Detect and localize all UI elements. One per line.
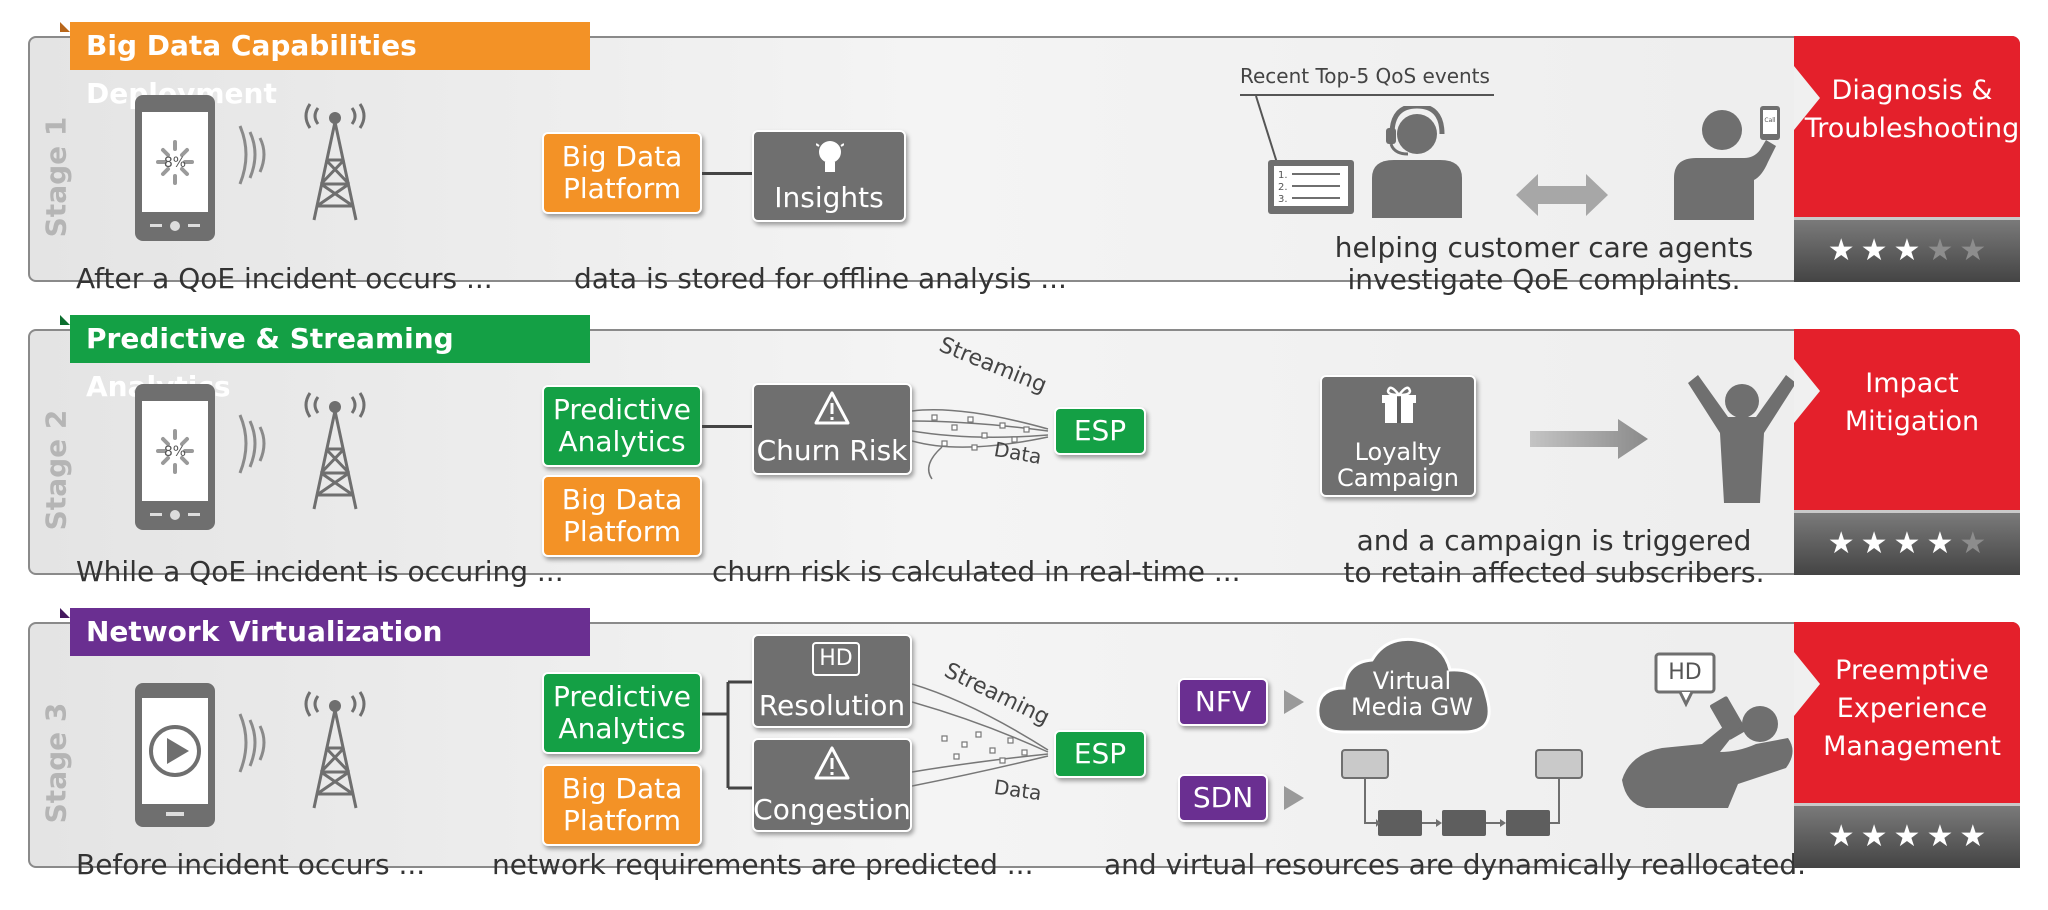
loading-percent: 8%: [164, 444, 186, 460]
data-stream-icon: [912, 409, 1049, 480]
connector-line: [702, 425, 752, 428]
star-icon: ★: [1926, 819, 1954, 854]
stage-3-tab: Network Virtualization: [60, 608, 590, 656]
svg-text:Call: Call: [1764, 117, 1776, 124]
events-underline: [1240, 94, 1494, 96]
congestion-box: Congestion: [752, 738, 912, 832]
stage-1-tab: Big Data Capabilities Deployment: [60, 22, 590, 110]
star-icon: ★: [1860, 526, 1888, 561]
caption-offline-analysis: data is stored for offline analysis ...: [574, 262, 1067, 295]
outcome-diagnosis-panel: Diagnosis &Troubleshooting ★ ★ ★ ★ ★: [1794, 36, 2020, 282]
esp-box: ESP: [1054, 730, 1146, 778]
caption-churn-risk: churn risk is calculated in real-time ..…: [712, 555, 1241, 588]
stage-3-panel: Network Virtualization Stage 3 Before in…: [28, 608, 2020, 881]
sdn-box: SDN: [1178, 774, 1268, 822]
star-icon: ★: [1860, 819, 1888, 854]
caption-incident: While a QoE incident is occuring ...: [76, 555, 564, 588]
connector-line: [702, 172, 752, 175]
star-icon: ★: [1827, 819, 1855, 854]
customer-on-phone-icon: Call: [1674, 106, 1780, 220]
esp-box: ESP: [1054, 407, 1146, 455]
hd-resolution-box: Resolution: [752, 634, 912, 728]
sdn-network-diagram: [1341, 749, 1583, 836]
events-label: Recent Top-5 QoS events: [1240, 64, 1490, 88]
signal-waves-icon: [238, 713, 266, 773]
play-arrow-icon: [1284, 786, 1304, 810]
caption-before-incident: Before incident occurs ...: [76, 848, 426, 881]
cell-tower-icon: [304, 392, 366, 510]
arrow-right-icon: [1530, 419, 1648, 459]
hd-bubble-label: HD: [1668, 660, 1702, 685]
relaxing-person-hd-icon: [1622, 652, 1793, 808]
customer-care-agent-icon: [1372, 106, 1462, 218]
signal-waves-icon: [238, 125, 266, 185]
happy-person-icon: [1688, 375, 1796, 503]
caption-incident: After a QoE incident occurs ...: [76, 262, 493, 295]
svg-text:1.: 1.: [1278, 170, 1288, 181]
star-icon: ★: [1893, 233, 1921, 268]
star-rating: ★ ★ ★ ★ ★: [1794, 510, 2020, 575]
smartphone-loading-icon: 8%: [135, 95, 215, 241]
stage-1-panel: Big Data Capabilities Deployment Stage 1…: [28, 22, 2020, 296]
cell-tower-icon: [304, 103, 366, 221]
star-icon: ★: [1959, 233, 1987, 268]
star-rating: ★ ★ ★ ★ ★: [1794, 803, 2020, 868]
caption-virtual-resources: and virtual resources are dynamically re…: [1104, 848, 1807, 881]
stage-3-label: Stage 3: [39, 702, 73, 824]
cell-tower-icon: [304, 691, 366, 809]
star-rating: ★ ★ ★ ★ ★: [1794, 217, 2020, 282]
svg-text:2.: 2.: [1278, 182, 1288, 193]
laptop-list-icon: 1. 2. 3.: [1255, 95, 1354, 214]
churn-risk-box: Churn Risk: [752, 383, 912, 475]
svg-text:3.: 3.: [1278, 194, 1288, 205]
star-icon: ★: [1926, 233, 1954, 268]
warning-icon: [814, 746, 850, 780]
stage-2-tab: Predictive & Streaming Analytics: [60, 315, 590, 403]
outcome-title: Diagnosis &Troubleshooting: [1804, 75, 2020, 144]
play-arrow-icon: [1284, 690, 1304, 714]
nfv-box: NFV: [1178, 678, 1268, 726]
stage-1-label: Stage 1: [39, 116, 73, 238]
stage-2-label: Stage 2: [39, 409, 73, 531]
star-icon: ★: [1926, 526, 1954, 561]
warning-icon: [814, 391, 850, 425]
smartphone-play-icon: [135, 683, 215, 827]
signal-waves-icon: [238, 414, 266, 474]
stage-2-panel: Predictive & Streaming Analytics Stage 2…: [28, 315, 2020, 589]
loading-percent: 8%: [164, 155, 186, 171]
caption-requirements: network requirements are predicted ...: [492, 848, 1034, 881]
smartphone-loading-icon: 8%: [135, 384, 215, 530]
cloud-icon: [1316, 637, 1491, 734]
star-icon: ★: [1827, 233, 1855, 268]
hd-badge: HD: [812, 642, 860, 676]
gift-icon: [1382, 386, 1416, 423]
star-icon: ★: [1893, 819, 1921, 854]
branch-connector: [702, 680, 754, 790]
star-icon: ★: [1959, 526, 1987, 561]
lightbulb-icon: [816, 141, 844, 172]
stage-background: [28, 329, 2020, 575]
star-icon: ★: [1860, 233, 1888, 268]
star-icon: ★: [1893, 526, 1921, 561]
star-icon: ★: [1827, 526, 1855, 561]
double-arrow-icon: [1516, 174, 1608, 216]
star-icon: ★: [1959, 819, 1987, 854]
data-stream-icon: [912, 683, 1049, 787]
